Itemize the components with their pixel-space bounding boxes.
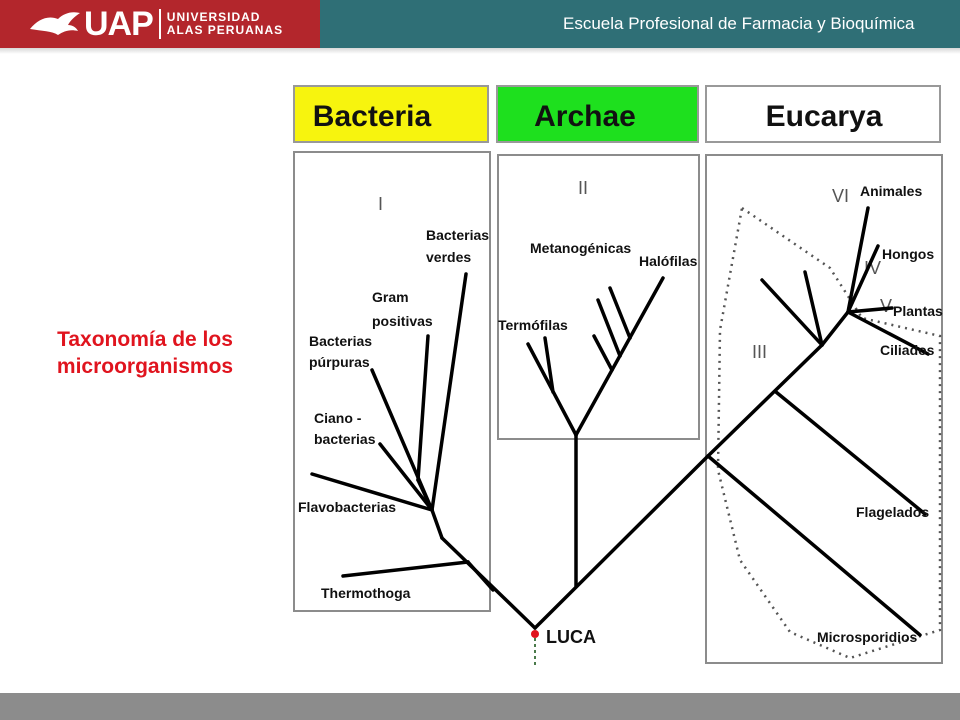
label-flavobacterias: Flavobacterias [298, 499, 396, 515]
branch-trunk-archae-eucarya [533, 454, 710, 630]
branch-flagelados [774, 390, 927, 516]
branch-metano-3 [608, 286, 632, 340]
branch-eucarya-left-2 [803, 270, 824, 347]
branch-animales [846, 206, 870, 314]
brand-name: UNIVERSIDAD ALAS PERUANAS [167, 11, 283, 37]
group-ii-label: II [578, 178, 588, 198]
branch-gram-stem [416, 478, 434, 512]
university-logo[interactable]: UAP UNIVERSIDAD ALAS PERUANAS [0, 0, 320, 48]
branch-plantas [846, 306, 894, 314]
archae-group-box [497, 154, 700, 440]
slide-topic: Taxonomía de los microorganismos [20, 326, 270, 380]
label-ciano-2: bacterias [314, 431, 376, 447]
label-plantas: Plantas [893, 303, 943, 319]
brand-line-2: ALAS PERUANAS [166, 23, 284, 37]
label-purpuras-1: Bacterias [309, 333, 372, 349]
label-hongos: Hongos [882, 246, 934, 262]
eucarya-group-box [705, 154, 943, 664]
header-bar: UAP UNIVERSIDAD ALAS PERUANAS Escuela Pr… [0, 0, 960, 48]
school-title: Escuela Profesional de Farmacia y Bioquí… [563, 14, 915, 33]
branch-metano-2 [596, 298, 622, 358]
label-flagelados: Flagelados [856, 504, 929, 520]
label-animales: Animales [860, 183, 922, 199]
branch-gram-positivas [416, 334, 430, 482]
label-gram-1: Gram [372, 289, 409, 305]
branch-ciliados [846, 310, 930, 356]
label-metanogenicas: Metanogénicas [530, 240, 631, 256]
eucarya-dotted-outline [716, 205, 942, 660]
topic-line-1: Taxonomía de los [57, 328, 233, 351]
footer-bar [0, 693, 960, 720]
group-i-label: I [378, 194, 383, 214]
branch-thermothoga [341, 560, 470, 578]
label-ciano-1: Ciano - [314, 410, 362, 426]
label-purpuras-2: púrpuras [309, 354, 370, 370]
tree-branches [310, 206, 930, 637]
brand-line-1: UNIVERSIDAD [166, 10, 261, 24]
label-termofilas: Termófilas [498, 317, 568, 333]
domain-eucarya-label: Eucarya [766, 100, 883, 133]
branch-termofilas-2 [543, 336, 555, 394]
group-vi-label: VI [832, 186, 849, 206]
topic-line-2: microorganismos [56, 355, 234, 378]
label-luca: LUCA [546, 627, 596, 647]
branch-cianobacterias [378, 442, 434, 512]
branch-bacterias-verdes [430, 272, 468, 512]
group-iii-label: III [752, 342, 767, 362]
domain-bacteria-label: Bacteria [313, 100, 432, 133]
label-microsporidios: Microsporidios [817, 629, 918, 645]
branch-bacteria-stem [430, 508, 444, 540]
brand-short: UAP [84, 5, 154, 43]
branch-hongos [846, 244, 880, 314]
domain-bacteria-box [293, 85, 489, 143]
domain-archae-box [496, 85, 699, 143]
eagle-icon [30, 12, 80, 35]
label-bacterias-verdes-2: verdes [426, 249, 471, 265]
branch-eucarya-left-1 [760, 278, 824, 347]
branch-thermo-stem [466, 560, 495, 592]
group-v-label: V [880, 296, 892, 316]
label-bacterias-verdes-1: Bacterias [426, 227, 489, 243]
label-gram-2: positivas [372, 313, 433, 329]
brand-separator [158, 9, 161, 39]
label-thermothoga: Thermothoga [321, 585, 411, 601]
branch-crown-stem [820, 310, 850, 347]
domain-archae-label: Archae [534, 100, 636, 133]
label-ciliados: Ciliados [880, 342, 935, 358]
leaf-labels: Bacterias verdes Gram positivas Bacteria… [298, 183, 943, 647]
header-shadow [0, 48, 960, 54]
group-iv-label: IV [864, 258, 881, 278]
domain-eucarya-box [705, 85, 941, 143]
label-halofilas: Halófilas [639, 253, 698, 269]
branch-eucarya-crown [706, 343, 824, 458]
branch-microsporidios [706, 454, 922, 637]
branch-metano-1 [592, 334, 614, 372]
branch-flavobacterias [310, 472, 434, 512]
luca-root-marker [531, 630, 539, 638]
bacteria-group-box [293, 151, 491, 612]
